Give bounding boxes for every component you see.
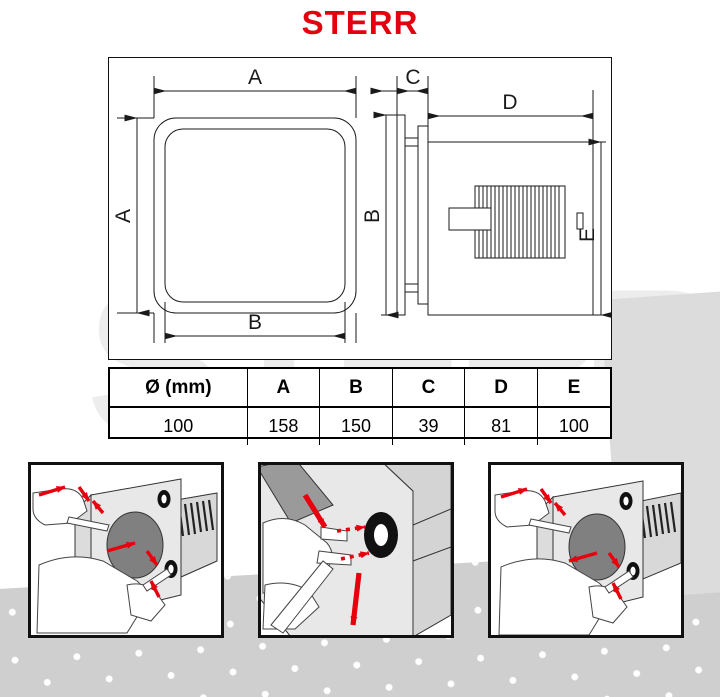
dimension-drawing-svg: A A B B C D E — [112, 66, 611, 343]
spec-header-c: C — [392, 369, 466, 408]
arrow-group-2 — [302, 493, 370, 626]
spec-table: Ø (mm) A B C D E 100 158 150 39 81 100 — [108, 367, 612, 445]
spec-table-grid: Ø (mm) A B C D E 100 158 150 39 81 100 — [110, 369, 610, 445]
side-flange-plate — [396, 114, 406, 316]
instruction-illustration-3 — [494, 480, 681, 635]
spec-header-e: E — [537, 369, 610, 408]
brand-logo: STERR — [301, 4, 419, 41]
motor-shaft-block — [448, 207, 492, 231]
spec-header-a: A — [247, 369, 321, 408]
side-mounting-collar — [417, 125, 429, 305]
instruction-illustration-1 — [32, 478, 218, 634]
spec-table-row: 100 158 150 39 81 100 — [110, 407, 610, 445]
spec-header-b: B — [319, 369, 393, 408]
spec-header-d: D — [464, 369, 538, 408]
spec-cell-c: 39 — [392, 407, 466, 445]
spec-cell-b: 150 — [319, 407, 393, 445]
arrow-group-3 — [500, 487, 623, 600]
dimension-label-d: D — [502, 91, 517, 114]
duct-opening — [568, 513, 626, 581]
spec-cell-a: 158 — [247, 407, 321, 445]
spec-cell-d: 81 — [464, 407, 538, 445]
dimension-label-e: E — [576, 228, 599, 242]
dimension-label-b-bottom: B — [248, 311, 262, 334]
terminal-tab — [576, 212, 584, 230]
instruction-panel-2 — [258, 462, 454, 638]
instruction-panel-1 — [28, 462, 224, 638]
dimension-label-a-top: A — [248, 66, 262, 89]
front-panel-inner — [164, 128, 346, 303]
instruction-panels — [0, 462, 720, 642]
spec-cell-diameter: 100 — [110, 407, 248, 445]
front-panel-outer — [153, 117, 357, 314]
technical-drawing-frame: A A B B C D E — [108, 57, 612, 360]
dimension-label-c: C — [405, 66, 420, 89]
instruction-panel-3 — [488, 462, 684, 638]
arrow-group-1 — [38, 485, 161, 598]
spec-table-header-row: Ø (mm) A B C D E — [110, 369, 610, 408]
instruction-illustration-2 — [261, 465, 451, 635]
faceplate-side-face — [384, 465, 451, 635]
spec-cell-e: 100 — [558, 416, 589, 436]
dimension-label-a-left: A — [112, 209, 135, 223]
dimension-label-b-side: B — [361, 209, 384, 223]
spec-header-diameter: Ø (mm) — [110, 369, 248, 408]
